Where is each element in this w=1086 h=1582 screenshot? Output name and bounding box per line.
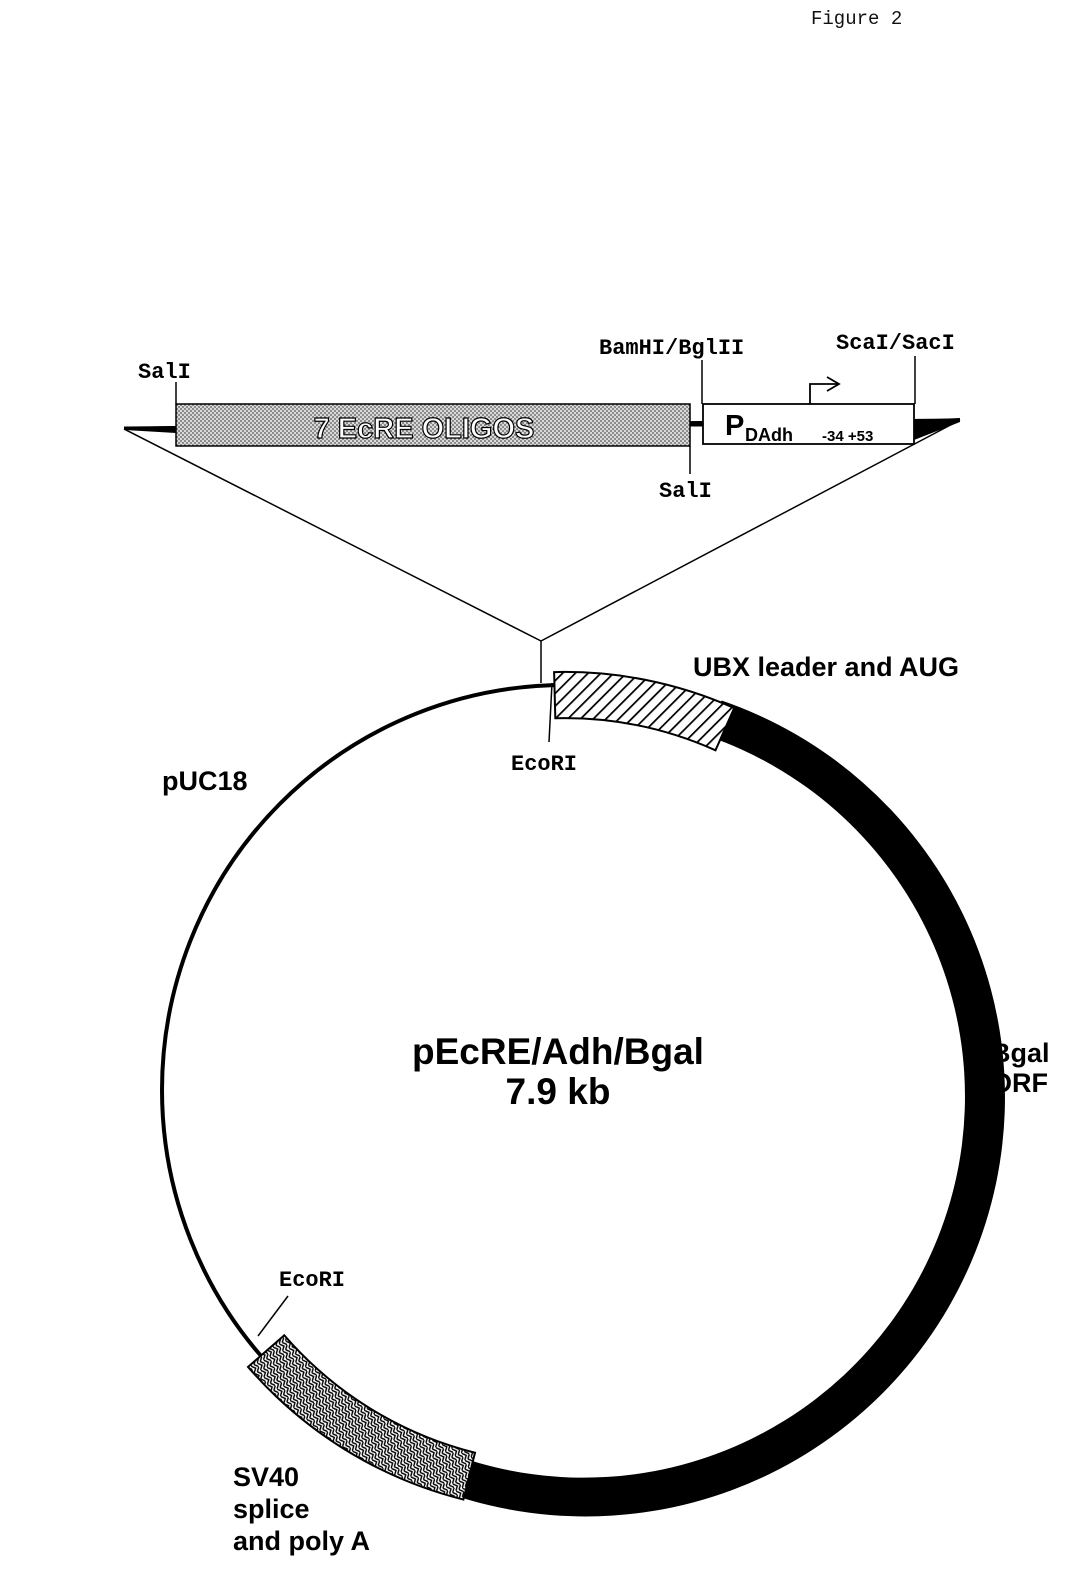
- plasmid-name: pEcRE/Adh/Bgal: [412, 1031, 704, 1072]
- ecori-bottom-label: EcoRI: [279, 1268, 345, 1293]
- sv40-label-line1: SV40: [233, 1462, 299, 1492]
- promoter-block: [702, 403, 915, 445]
- ubx-leader-segment: [553, 670, 736, 752]
- figure-title: Figure 2: [811, 8, 903, 30]
- ecre-oligos-label: 7 EcRE OLIGOS: [314, 413, 535, 445]
- bgal-orf-label-line1: Bgal: [991, 1038, 1050, 1068]
- sal-right-label: SalI: [659, 479, 712, 504]
- sv40-label-line2: splice: [233, 1494, 310, 1524]
- insert-right-flank: [914, 418, 960, 440]
- ubx-leader-label: UBX leader and AUG: [693, 652, 959, 682]
- promoter-label-sub: DAdh: [745, 425, 793, 445]
- promoter-label-range: -34 +53: [822, 428, 873, 445]
- bgal-orf-label-line2: ORF: [991, 1068, 1048, 1098]
- sal-left-label: SalI: [138, 360, 191, 385]
- bam-bgl-label: BamHI/BglII: [599, 336, 744, 361]
- plasmid-circle: [160, 670, 1005, 1517]
- puc18-label: pUC18: [162, 766, 248, 796]
- ecre-oligos-block: [175, 403, 691, 447]
- sca-sac-label: ScaI/SacI: [836, 331, 955, 356]
- ecori-top-label: EcoRI: [511, 752, 577, 777]
- insert-construct: 7 EcRE OLIGOS P DAdh -34 +53 SalI SalI B…: [123, 331, 961, 504]
- ecori-top-tick: [548, 682, 553, 743]
- sv40-label-line3: and poly A: [233, 1526, 370, 1556]
- promoter-label-main: P: [725, 410, 744, 442]
- sv40-segment: [246, 1333, 477, 1501]
- plasmid-size: 7.9 kb: [506, 1071, 611, 1112]
- insert-funnel: [123, 419, 961, 683]
- transcription-start-arrow-icon: [809, 376, 841, 404]
- ecori-bottom-tick: [257, 1295, 289, 1337]
